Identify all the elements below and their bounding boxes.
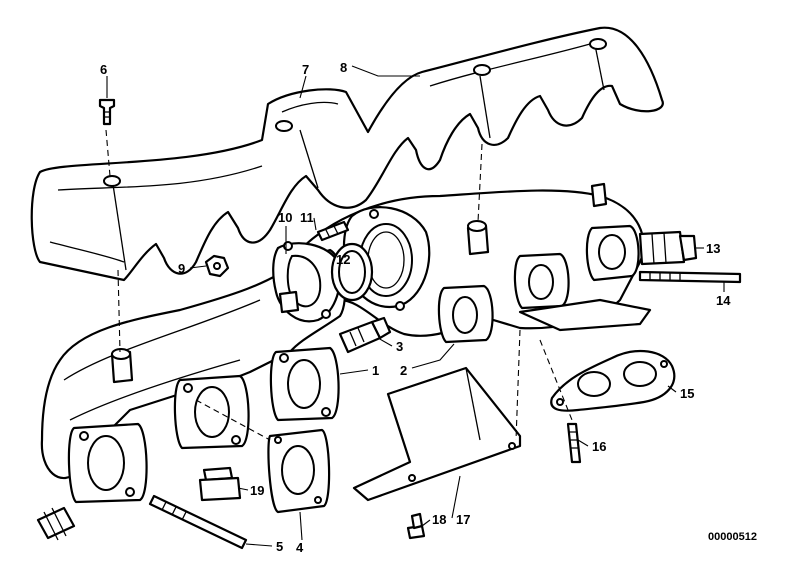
callout-12: 12	[336, 252, 350, 267]
callout-13: 13	[706, 241, 720, 256]
gasket-ring-part-12	[330, 242, 374, 302]
shield-plate-part-17	[352, 366, 522, 502]
callout-18: 18	[432, 512, 446, 527]
fitting-part-3	[338, 316, 392, 354]
long-stud-part-14	[638, 270, 742, 284]
bolt-part-6	[98, 98, 116, 126]
callout-16: 16	[592, 439, 606, 454]
callout-15: 15	[680, 386, 694, 401]
callout-4: 4	[296, 540, 304, 555]
leader-lines	[106, 65, 725, 547]
gasket-part-4	[267, 428, 331, 514]
long-stud-part-5	[148, 494, 248, 550]
callout-7: 7	[302, 62, 309, 77]
callout-14: 14	[716, 293, 731, 308]
callout-19: 19	[250, 483, 264, 498]
callout-9: 9	[178, 261, 185, 276]
callout-3: 3	[396, 339, 403, 354]
callout-17: 17	[456, 512, 470, 527]
callout-5: 5	[276, 539, 283, 554]
plug-part-19	[198, 466, 242, 502]
front-exhaust-manifold	[36, 241, 347, 541]
fitting-part-13	[638, 230, 698, 266]
alignment-lines	[105, 129, 573, 441]
heat-shield	[30, 26, 664, 282]
callout-1: 1	[372, 363, 379, 378]
nut-part-9	[204, 254, 230, 278]
reference-code: 00000512	[708, 531, 757, 543]
callout-2: 2	[400, 363, 407, 378]
stud-part-11	[316, 220, 350, 242]
callout-11: 11	[300, 210, 314, 225]
callout-6: 6	[100, 62, 107, 77]
callout-labels: 6 7 8 10 11 9 12 3 1 2 13 14 15 16 17 18…	[100, 60, 757, 555]
stud-part-16	[566, 422, 582, 464]
gasket-part-15	[550, 350, 676, 412]
callout-8: 8	[340, 60, 347, 75]
callout-10: 10	[278, 210, 292, 225]
bolt-part-18	[406, 512, 426, 540]
